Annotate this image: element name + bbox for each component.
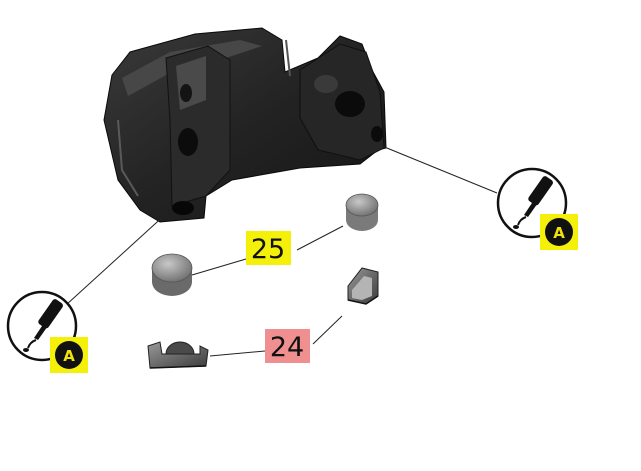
adhesive-badge-right-letter: A [553,224,565,242]
leader-line-adhesive-left [65,212,168,306]
adhesive-badge-left-disc [55,341,83,369]
adhesive-applicator-icon [23,299,63,352]
callout-24: 24 [209,315,343,363]
leader-line-25-right [296,225,344,251]
leader-line-25-left [191,258,247,276]
leader-line-24-right [312,315,343,345]
leader-line-adhesive-right [381,145,498,194]
callout-24-highlight [265,329,310,363]
adhesive-badge-left: A [6,290,88,373]
part-24-clip-lower [147,341,209,369]
leader-line-24-left [209,350,266,357]
housing-part [103,27,387,223]
callout-25-label: 25 [251,234,285,265]
callout-25: 25 [191,225,344,276]
callout-24-label: 24 [270,332,304,363]
adhesive-badge-left-letter: A [63,347,75,365]
part-25-puck-lower [151,253,193,296]
part-24-clip-upper [347,267,379,305]
part-25-puck-upper [345,193,379,231]
adhesive-badge-right: A [496,167,578,250]
adhesive-badge-right-disc [545,218,573,246]
adhesive-applicator-icon [513,176,553,229]
callout-25-highlight [246,231,291,265]
